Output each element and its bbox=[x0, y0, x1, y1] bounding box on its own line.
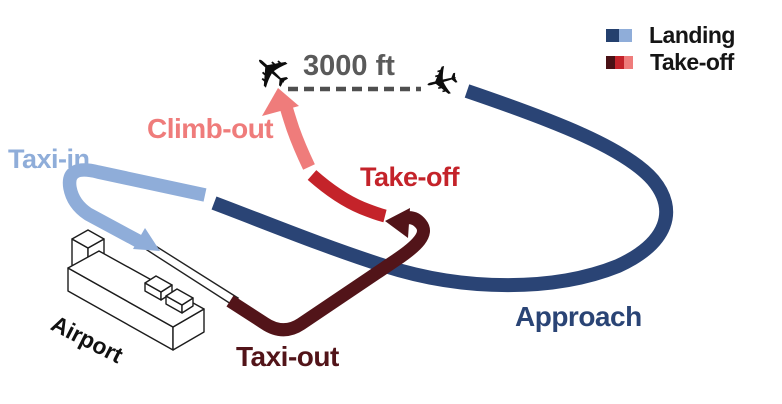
take-off-color-swatches bbox=[606, 55, 633, 69]
altitude-label: 3000 ft bbox=[303, 50, 395, 82]
approach-label: Approach bbox=[515, 301, 642, 332]
climb-out-label: Climb-out bbox=[147, 113, 274, 144]
taxi-out-arrowhead bbox=[385, 208, 410, 238]
terminal-top-face bbox=[67, 250, 205, 328]
descending-plane-icon: ✈ bbox=[419, 54, 465, 110]
approach-path bbox=[211, 84, 674, 293]
taxi-in-label: Taxi-in bbox=[8, 144, 90, 174]
taxi-out-label: Taxi-out bbox=[236, 341, 339, 372]
legend-row-landing: Landing bbox=[606, 21, 735, 48]
legend-swatch-approach bbox=[606, 28, 619, 42]
climbing-plane-icon: ✈ bbox=[237, 38, 305, 106]
taxi-out-path bbox=[226, 211, 430, 337]
tower-top-face bbox=[71, 229, 105, 249]
legend-swatch-take-off bbox=[615, 55, 624, 69]
taxi-in-path bbox=[62, 163, 207, 248]
legend: Landing Take-off bbox=[606, 21, 735, 80]
take-off-path bbox=[307, 170, 387, 223]
pier2-top-face bbox=[165, 288, 194, 306]
airport-building bbox=[67, 229, 205, 351]
climb-out-arrowhead bbox=[262, 88, 299, 116]
taxi-in-arrowhead bbox=[133, 228, 160, 251]
legend-label-landing: Landing bbox=[649, 21, 735, 48]
legend-swatch-climb-out bbox=[624, 55, 633, 69]
legend-row-take-off: Take-off bbox=[606, 48, 735, 75]
pier1-top-face bbox=[144, 275, 173, 293]
legend-swatch-taxi-out bbox=[606, 55, 615, 69]
climb-out-path bbox=[278, 101, 315, 170]
take-off-label: Take-off bbox=[360, 162, 460, 192]
legend-label-take-off: Take-off bbox=[650, 48, 734, 75]
legend-swatch-taxi-in bbox=[619, 28, 632, 42]
landing-color-swatches bbox=[606, 28, 632, 42]
